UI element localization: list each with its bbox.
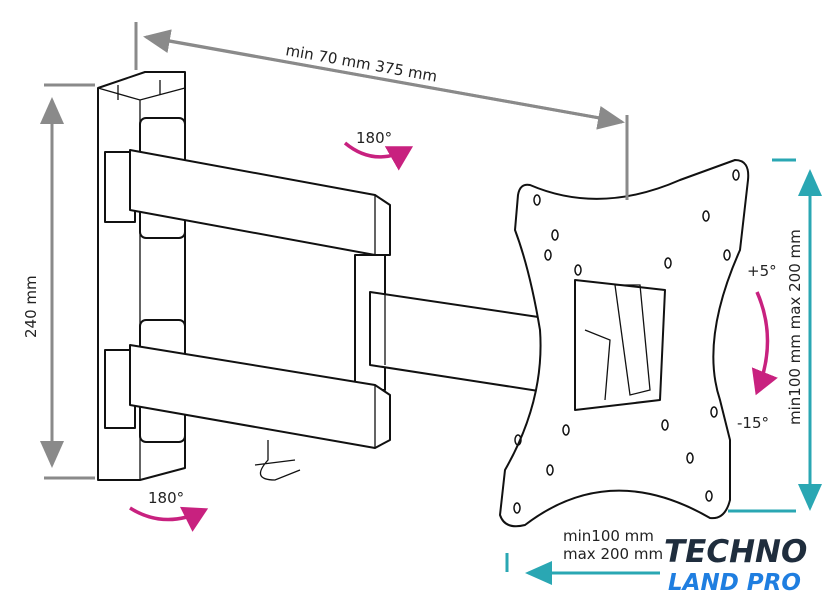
vesa-horizontal-min-label: min100 mm [563, 527, 654, 545]
cable-clip [254, 440, 301, 481]
swivel-top-label: 180° [356, 129, 392, 147]
height-label: 240 mm [22, 275, 40, 338]
logo-line1: TECHNO [664, 534, 807, 570]
tilt-up-label: +5° [747, 262, 777, 280]
lower-arm [129, 344, 391, 449]
vesa-horizontal-dimension: min100 mm max 200 mm [505, 527, 663, 585]
swivel-bottom-label: 180° [148, 489, 184, 507]
swivel-top-indicator: 180° [343, 129, 414, 171]
vesa-plate [499, 159, 750, 528]
technoland-pro-logo: TECHNO LAND PRO [664, 534, 807, 596]
extension-label: min 70 mm 375 mm [284, 41, 438, 85]
upper-arm [129, 149, 391, 256]
vesa-vertical-label: min100 mm max 200 mm [786, 229, 804, 425]
vesa-horizontal-max-label: max 200 mm [563, 545, 663, 563]
tilt-indicator: +5° [747, 262, 778, 396]
logo-line2: LAND PRO [668, 570, 801, 596]
front-arm [369, 291, 546, 393]
tilt-down-label: -15° [737, 414, 769, 432]
height-dimension: 240 mm [22, 83, 95, 480]
swivel-bottom-indicator: 180° [129, 489, 209, 532]
vesa-vertical-dimension: min100 mm max 200 mm [728, 158, 822, 513]
